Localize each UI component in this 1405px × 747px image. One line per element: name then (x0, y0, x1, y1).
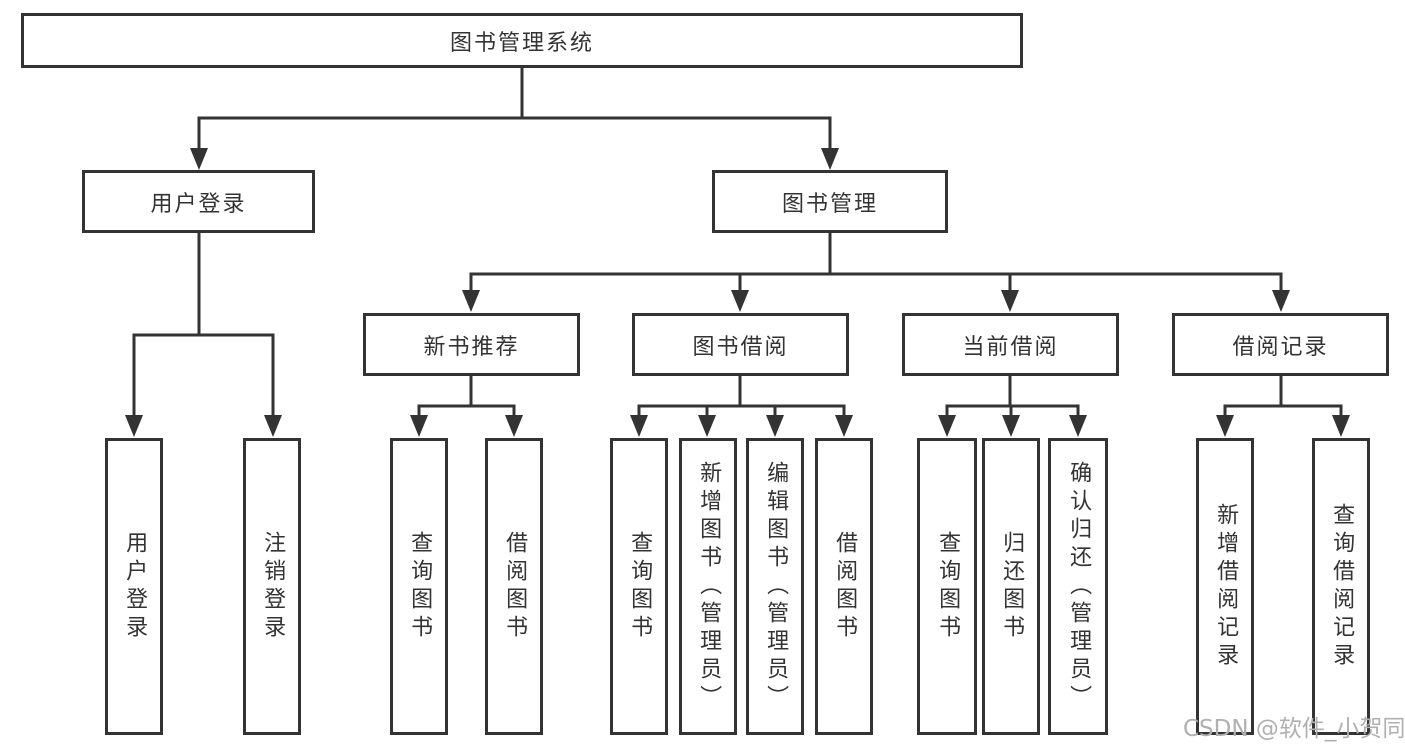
leaf-borrow-borrow-books: 借阅图书 (815, 438, 873, 735)
csdn-watermark: CSDN @软件_小贺同学 (1183, 716, 1405, 742)
node-book-borrow: 图书借阅 (632, 313, 849, 376)
leaf-current-confirm-return-admin: 确认归还（管理员） (1048, 438, 1108, 735)
node-borrow-records: 借阅记录 (1172, 313, 1389, 376)
node-book-management: 图书管理 (712, 170, 948, 233)
node-label: 新增图书（管理员） (696, 460, 722, 713)
node-label: 确认归还（管理员） (1066, 460, 1092, 713)
node-label: 编辑图书（管理员） (763, 460, 789, 713)
node-label: 借阅图书 (832, 530, 858, 643)
leaf-newbook-borrow-books: 借阅图书 (485, 438, 543, 735)
node-label: 图书借阅 (692, 334, 789, 360)
leaf-borrow-query-books: 查询图书 (610, 438, 668, 735)
leaf-user-login: 用户登录 (105, 438, 163, 735)
node-label: 归还图书 (999, 530, 1025, 643)
leaf-records-query-record: 查询借阅记录 (1312, 438, 1370, 735)
node-new-book-recommend: 新书推荐 (363, 313, 580, 376)
node-label: 查询图书 (627, 530, 653, 643)
node-label: 图书管理 (781, 191, 878, 217)
leaf-logout: 注销登录 (243, 438, 301, 735)
leaf-current-query-books: 查询图书 (917, 438, 977, 735)
leaf-borrow-add-books-admin: 新增图书（管理员） (679, 438, 737, 735)
node-label: 图书管理系统 (449, 30, 594, 56)
node-label: 借阅记录 (1232, 334, 1329, 360)
node-user-login: 用户登录 (82, 170, 315, 233)
leaf-borrow-edit-books-admin: 编辑图书（管理员） (746, 438, 804, 735)
node-label: 查询借阅记录 (1329, 502, 1355, 671)
node-label: 用户登录 (150, 191, 247, 217)
node-label: 注销登录 (260, 530, 286, 643)
node-label: 查询图书 (407, 530, 433, 643)
leaf-records-add-record: 新增借阅记录 (1196, 438, 1254, 735)
node-label: 当前借阅 (962, 334, 1059, 360)
node-label: 借阅图书 (502, 530, 528, 643)
node-current-borrow: 当前借阅 (902, 313, 1119, 376)
node-root-book-management-system: 图书管理系统 (21, 13, 1023, 68)
node-label: 查询图书 (935, 530, 961, 643)
leaf-newbook-query-books: 查询图书 (390, 438, 448, 735)
node-label: 新书推荐 (423, 334, 520, 360)
node-label: 新增借阅记录 (1213, 502, 1239, 671)
node-label: 用户登录 (122, 530, 148, 643)
leaf-current-return-books: 归还图书 (982, 438, 1040, 735)
